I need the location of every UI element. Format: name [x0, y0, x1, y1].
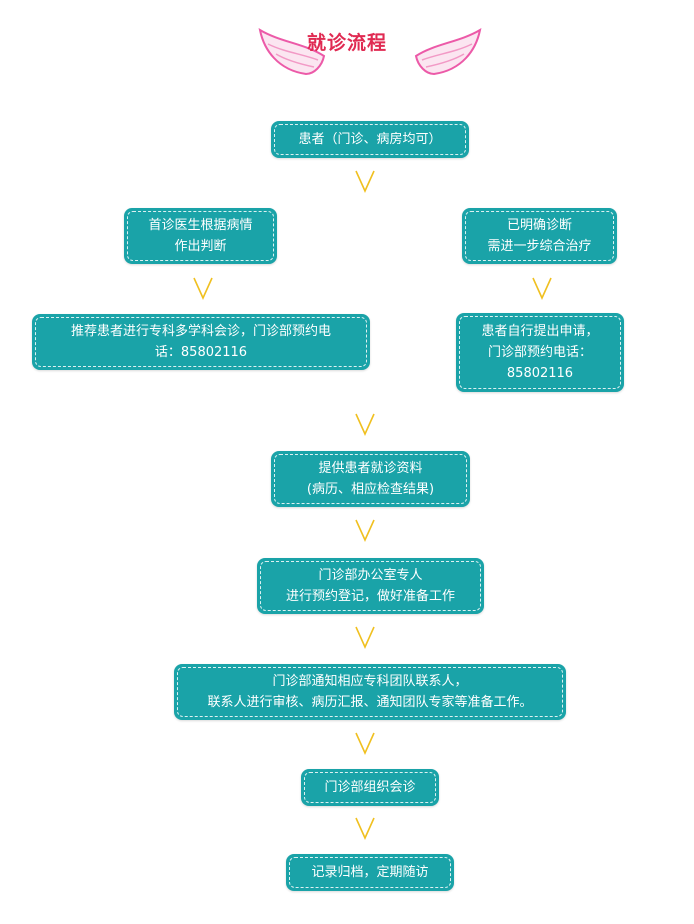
node-patient: 患者（门诊、病房均可） [271, 121, 469, 158]
node-record: 记录归档，定期随访 [286, 854, 454, 891]
node-self-apply: 患者自行提出申请， 门诊部预约电话： 85802116 [456, 313, 624, 392]
chevron-down-icon [355, 413, 375, 436]
node-organize-text: 门诊部组织会诊 [324, 780, 416, 795]
node-notify-line2: 联系人进行审核、病历汇报、通知团队专家等准备工作。 [207, 695, 533, 710]
node-first-doctor-line1: 首诊医生根据病情 [148, 218, 253, 233]
node-self-apply-line2: 门诊部预约电话： [487, 345, 592, 360]
chevron-down-icon [355, 817, 375, 840]
node-provide-line2: (病历、相应检查结果) [306, 482, 435, 497]
node-recommend-line2: 话：85802116 [154, 345, 248, 360]
chevron-down-icon [355, 170, 375, 193]
node-recommend: 推荐患者进行专科多学科会诊，门诊部预约电 话：85802116 [32, 314, 370, 370]
page-title: 就诊流程 [306, 32, 387, 54]
node-first-doctor-line2: 作出判断 [174, 239, 227, 254]
chevron-down-icon [355, 626, 375, 649]
node-self-apply-line1: 患者自行提出申请， [481, 324, 599, 339]
node-first-doctor: 首诊医生根据病情 作出判断 [124, 208, 277, 264]
node-diagnosed-line2: 需进一步综合治疗 [487, 239, 592, 254]
node-diagnosed: 已明确诊断 需进一步综合治疗 [462, 208, 617, 264]
left-wing-icon [258, 27, 326, 76]
node-provide: 提供患者就诊资料 (病历、相应检查结果) [271, 451, 470, 507]
chevron-down-icon [355, 519, 375, 542]
node-office-line2: 进行预约登记，做好准备工作 [285, 589, 455, 604]
chevron-down-icon [355, 732, 375, 755]
node-notify: 门诊部通知相应专科团队联系人， 联系人进行审核、病历汇报、通知团队专家等准备工作… [174, 664, 566, 720]
node-recommend-line1: 推荐患者进行专科多学科会诊，门诊部预约电 [70, 324, 331, 339]
node-patient-text: 患者（门诊、病房均可） [298, 132, 442, 147]
node-notify-line1: 门诊部通知相应专科团队联系人， [272, 674, 468, 689]
right-wing-icon [414, 27, 482, 76]
chevron-down-icon [532, 277, 552, 300]
node-provide-line1: 提供患者就诊资料 [318, 461, 423, 476]
node-office: 门诊部办公室专人 进行预约登记，做好准备工作 [257, 558, 484, 614]
node-office-line1: 门诊部办公室专人 [318, 568, 423, 583]
chevron-down-icon [193, 277, 213, 300]
node-record-text: 记录归档，定期随访 [311, 865, 429, 880]
node-organize: 门诊部组织会诊 [301, 769, 439, 806]
title-banner: 就诊流程 [0, 14, 694, 84]
node-self-apply-line3: 85802116 [506, 366, 574, 381]
node-diagnosed-line1: 已明确诊断 [506, 218, 572, 233]
